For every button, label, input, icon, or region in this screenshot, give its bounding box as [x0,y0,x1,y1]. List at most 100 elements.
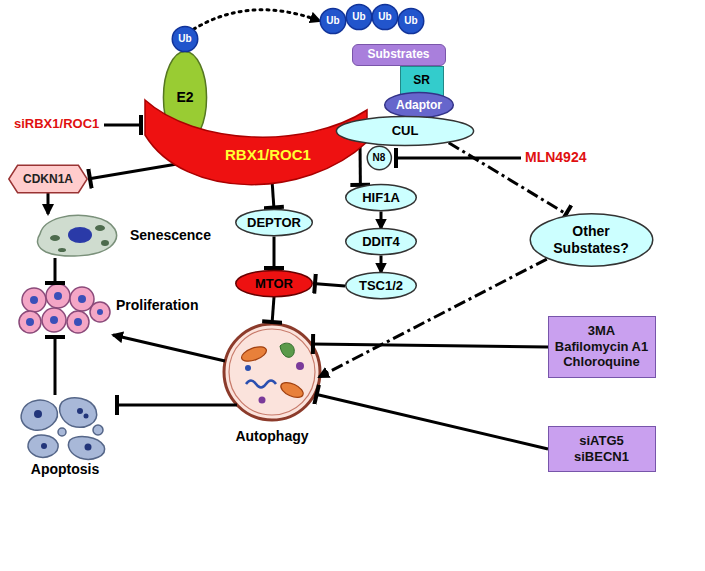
ubiquitin-circle: Ub [346,4,372,30]
cell-granule [50,235,60,241]
inhibitor-line [394,157,521,160]
text-group: DEPTOR [247,215,301,231]
text-group: E2 [176,89,193,106]
protein-ellipse: DDIT4 [345,228,417,255]
cell-granule [95,225,105,231]
node-text: Ub [178,33,191,45]
node-text: Bafilomycin A1 [555,339,648,355]
text-group: Ub [378,11,391,23]
activation-connector [380,256,383,273]
inhibition-connector [54,258,57,285]
ellipse-shape [346,185,417,211]
mitochondrion [279,379,306,400]
nucleus [54,292,62,300]
node-text: RBX1/ROC1 [225,146,311,164]
mitochondrion [240,344,269,364]
text-group: HIF1A [362,190,400,206]
protein-ellipse: TSC1/2 [345,272,417,299]
protein-ellipse: DEPTOR [235,209,313,236]
text-group: MTOR [255,276,293,292]
ellipse-shape [172,26,197,51]
senescent-cell [38,215,117,256]
text-group: Adaptor [396,98,442,112]
text-group: Ub [178,33,191,45]
nucleus [30,296,38,304]
activation-connector [194,10,320,29]
ellipse-shape [236,270,312,296]
ubiquitin-circle: Ub [320,8,346,34]
text-group: Other Substates? [546,223,636,257]
adaptor-ellipse: Adaptor [384,92,454,118]
text-group: Ub [404,15,417,27]
inhibition-connector [54,335,57,395]
text-group: RBX1/ROC1 [225,146,311,164]
mtor-ellipse: MTOR [235,270,313,297]
apoptotic-cells [21,398,104,459]
node-text: Senescence [130,227,211,244]
node-text: Adaptor [396,98,442,112]
ellipse-shape [372,4,397,29]
nucleus-fragment [34,410,42,418]
apoptotic-nuclei [34,408,92,451]
cell-nuclei [26,292,103,326]
node-text: DDIT4 [362,234,400,250]
nucleus [50,316,58,324]
inhibitor-label: siRBX1/ROC1 [14,116,99,132]
text-group: Ub [326,15,339,27]
cell [22,288,46,312]
text-group: Ub [352,11,365,23]
text-group: N8 [373,152,386,164]
autophagosome-membrane [224,324,320,420]
inhibitor-box: siATG5siBECN1 [548,426,656,472]
node-text: Chloroquine [555,354,648,370]
activation-connector [113,335,225,361]
protein-hexagon: CDKN1A [8,165,88,193]
ellipse-shape [236,210,313,236]
node-text: 3MA [555,323,648,339]
ubiquitin-circle: Ub [172,26,198,52]
text-group: 3MABafilomycin A1Chloroquine [555,323,648,370]
text-group: CUL [392,123,419,139]
inhibitor-box: 3MABafilomycin A1Chloroquine [548,316,656,378]
er-fragment [246,381,276,388]
nucleus-fragment [41,443,47,449]
text-group: Substrates [367,47,429,61]
outcome-picture: Senescence [35,214,225,260]
ellipse-shape [346,4,371,29]
ubiquitin-circle: Ub [372,4,398,30]
inhibition-connector [313,284,345,287]
node-text: CDKN1A [23,172,73,186]
nucleus-fragment [77,408,83,414]
text-group: SR [413,73,430,87]
text-group: CDKN1A [23,172,73,186]
inhibitor-line [104,124,143,127]
activation-connector [380,212,383,229]
cell [42,308,66,332]
cell-fragment [60,398,97,427]
organelle [280,343,294,357]
node-text: E2 [176,89,193,106]
node-text: CUL [392,123,419,139]
text-group: Apoptosis [31,461,99,478]
cell-fragment [68,437,104,460]
node-text: MTOR [255,276,293,292]
node-text: Apoptosis [31,461,99,478]
proliferating-cells [19,284,110,333]
cullin-ellipse: CUL [335,116,475,146]
text-group: TSC1/2 [359,278,403,294]
nedd8-circle: N8 [367,146,392,170]
apoptotic-body [93,425,103,435]
node-text: HIF1A [362,190,400,206]
apoptotic-body [58,428,66,436]
substrate-box: Substrates [352,44,446,66]
ubiquitin-circle: Ub [398,8,424,34]
activation-connector [319,259,547,377]
question-ellipse: Other Substates? [529,213,654,267]
nucleus [78,295,86,303]
crescent-shape [145,100,367,185]
text-group: Proliferation [116,297,198,314]
cell-granule [58,248,66,252]
nucleus [74,318,82,326]
outcome-picture: Proliferation [18,285,208,335]
node-text: Ub [326,15,339,27]
